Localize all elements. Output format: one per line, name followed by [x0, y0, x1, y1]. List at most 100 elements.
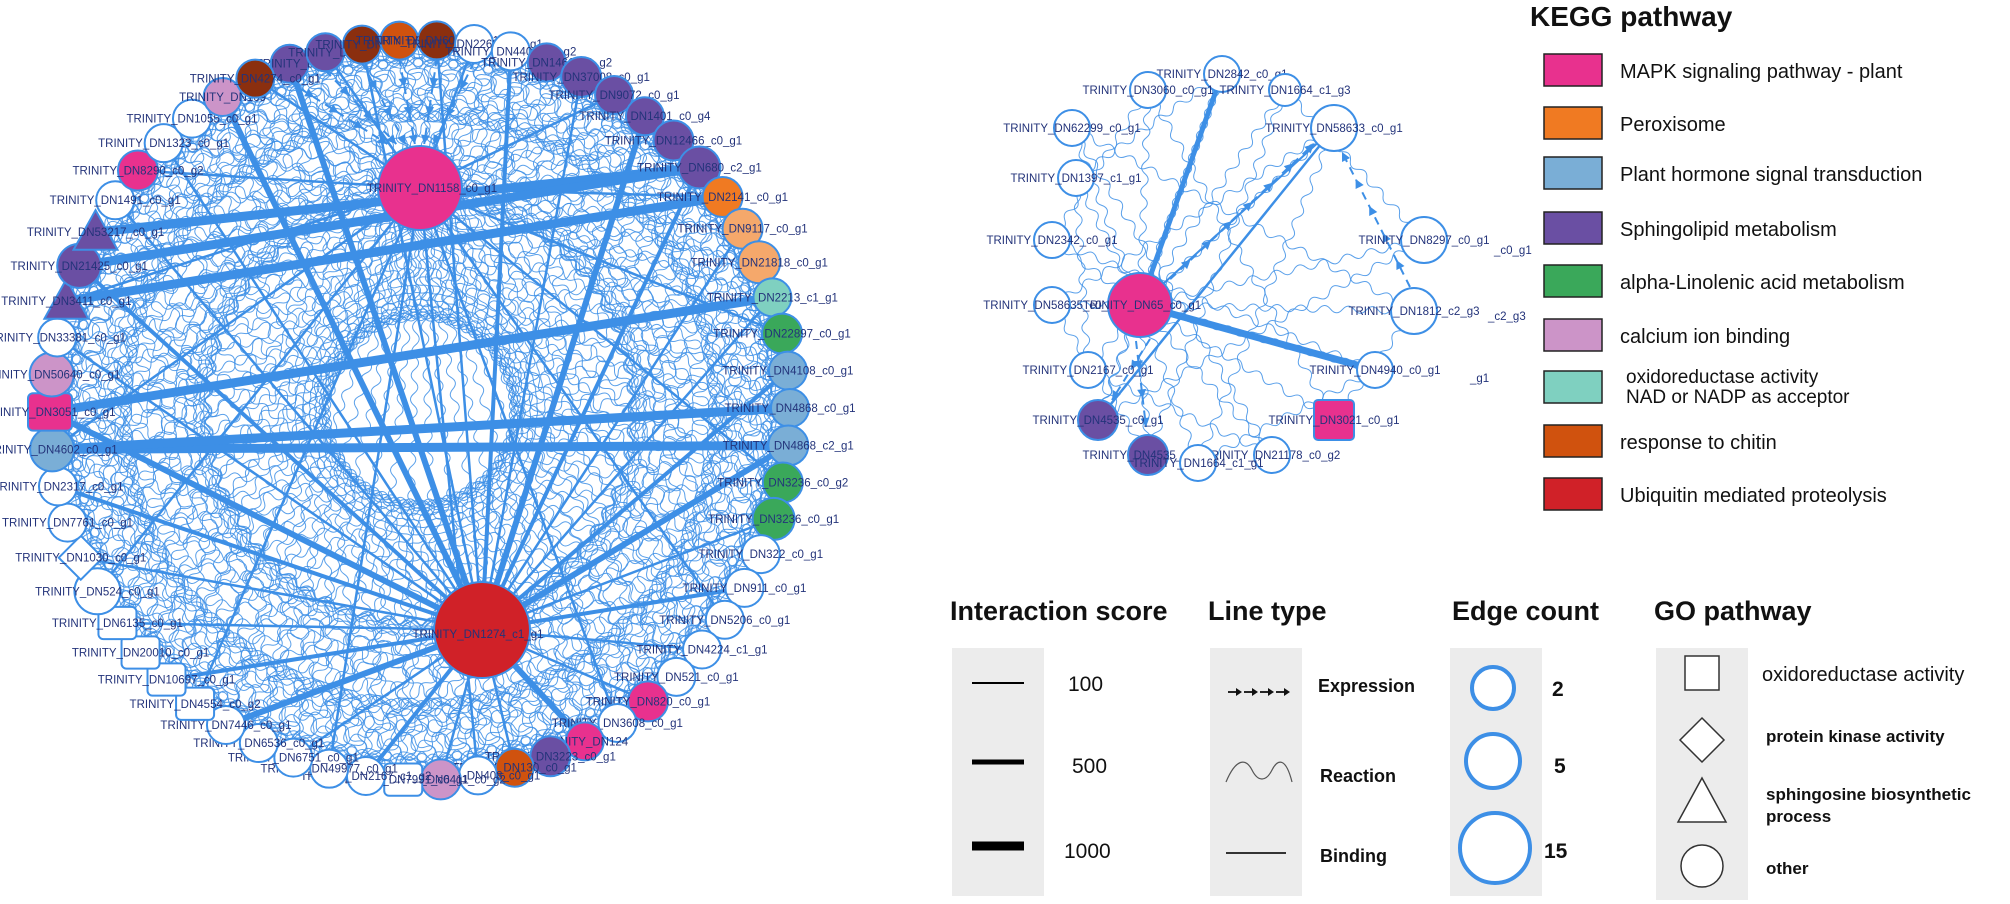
- right-reaction-edge: [1071, 127, 1415, 312]
- right-binding-edge: [1139, 301, 1376, 374]
- left-reaction-edge: [56, 187, 421, 340]
- right-node: TRINITY_DN4535_c0_g3: [1082, 434, 1214, 476]
- go-square-shape: [1684, 655, 1720, 691]
- left-reaction-edge: [140, 332, 783, 655]
- left-hub-ubiquitin: TRINITY_DN1274_c1_g1: [412, 581, 544, 679]
- left-node-label: TRINITY_DN7761_c0_g1: [2, 518, 133, 530]
- left-binding-edge: [65, 192, 724, 306]
- left-node: TRINITY_DN: [256, 43, 324, 84]
- left-node-label: TRINITY_DN6135_c0_g1: [52, 618, 183, 630]
- left-reaction-edge: [57, 187, 421, 488]
- left-node-label: TRINITY_DN3051_c0_g1: [0, 407, 116, 419]
- kegg-legend: KEGG pathway MAPK signaling pathway - pl…: [1530, 1, 1922, 511]
- left-reaction-edge: [191, 118, 762, 555]
- left-reaction-edge: [163, 91, 615, 147]
- interaction-score-title: Interaction score: [950, 596, 1168, 626]
- right-node: TRINITY_DN21178_c0_g2: [1204, 436, 1340, 474]
- kegg-label: MAPK signaling pathway - plant: [1620, 61, 1903, 83]
- left-reaction-edge: [80, 554, 677, 678]
- kegg-swatch: [1543, 318, 1603, 352]
- left-reaction-edge: [419, 187, 791, 409]
- left-reaction-edge: [225, 187, 421, 726]
- edge-count-5-label: 5: [1554, 755, 1566, 778]
- edge-count-2-label: 2: [1552, 678, 1564, 701]
- left-node: TRINITY_DN3411_c0_g1: [1, 277, 131, 320]
- left-reaction-edge: [56, 293, 773, 342]
- left-node: TRINITY_DN4274_c0_g1: [190, 58, 321, 99]
- right-node-label: TRINITY_DN62299_c0_g1: [1003, 123, 1140, 135]
- left-node-label: TRINITY_DN4868_c0_g1: [724, 403, 855, 415]
- left-reaction-edge: [64, 300, 228, 726]
- right-reaction-edge: [1075, 73, 1223, 179]
- kegg-swatch: [1543, 424, 1603, 458]
- go-sphingosine-label-2: process: [1766, 807, 1831, 826]
- right-expression-edge: [1169, 143, 1315, 280]
- kegg-item: MAPK signaling pathway - plant: [1543, 53, 1903, 87]
- left-node: TRINITY_DN5206_c0_g1: [659, 599, 790, 640]
- left-binding-edge: [327, 187, 422, 769]
- left-reaction-edge: [195, 261, 760, 705]
- kegg-item: Sphingolipid metabolism: [1543, 211, 1837, 245]
- left-reaction-edge: [435, 40, 761, 555]
- right-node-label: TRINITY_DN1664_c1_g3: [1219, 85, 1350, 97]
- left-node: TRINITY_DN7446_c0_g1: [160, 705, 291, 746]
- left-reaction-edge: [418, 187, 678, 677]
- left-hub-ubiquitin-label: TRINITY_DN1274_c1_g1: [412, 629, 543, 641]
- kegg-label: Sphingolipid metabolism: [1620, 219, 1837, 241]
- left-node-label: TRINITY_DN4602_c0_g1: [0, 444, 118, 456]
- left-node-label: TRINITY_DN4868_c2_g1: [723, 440, 854, 452]
- left-reaction-edge: [97, 405, 791, 594]
- left-binding-edge: [480, 442, 790, 633]
- right-node-label: TRINITY_DN4535_c0_g1: [1032, 415, 1163, 427]
- left-binding-edge: [479, 115, 648, 631]
- left-node-label: TRINITY_DN5206_c0_g1: [659, 615, 790, 627]
- right-node-label: TRINITY_DN2342_c0_g1: [986, 235, 1117, 247]
- left-reaction-edge: [78, 265, 649, 702]
- right-reaction-edge: [1070, 127, 1274, 456]
- left-node: TRINITY_DN9072_c0_g1: [549, 74, 680, 115]
- left-node-label: TRINITY_DN: [256, 59, 324, 71]
- left-node-label: TRINITY_DN20010_c0_g1: [72, 647, 209, 659]
- left-node: TRINITY_DN37008_c0_g1: [512, 55, 650, 98]
- left-binding-edge: [166, 628, 483, 682]
- left-reaction-edge: [79, 42, 475, 268]
- left-node-label: TRINITY_DN1323_c0_g1: [98, 138, 229, 150]
- left-reaction-edge: [137, 170, 784, 483]
- left-reaction-edge: [49, 411, 330, 769]
- right-node-label: TRINITY_DN58633_c0_g1: [1265, 123, 1402, 135]
- left-binding-edge: [137, 169, 421, 190]
- left-reaction-edge: [67, 522, 442, 780]
- left-reaction-edge: [52, 63, 290, 450]
- left-node: TRINITY_DN322_c0_g1: [698, 534, 823, 575]
- left-node: TRINITY_DN10697_c0_g1: [98, 662, 235, 697]
- left-reaction-edge: [398, 40, 774, 520]
- left-reaction-edge: [293, 617, 726, 760]
- left-reaction-edge: [51, 259, 760, 378]
- left-node-label: TRINITY_DN21425_c0_g1: [10, 261, 147, 273]
- right-node-label: TRINITY_DN4940_c0_g1: [1309, 365, 1440, 377]
- right-reaction-edge: [1051, 239, 1376, 372]
- left-reaction-edge: [610, 94, 652, 702]
- left-node-label: TRINITY_DN9072_c0_g1: [549, 90, 680, 102]
- go-pathway-title: GO pathway: [1654, 596, 1812, 626]
- left-hub-mapk-label: TRINITY_DN1158_c0_g1: [367, 183, 497, 195]
- left-binding-edge: [80, 556, 483, 632]
- left-node: TRINITY_DN1491_c0_g1: [50, 180, 181, 221]
- left-node-label: TRINITY_DN4554_c0_g2: [130, 699, 261, 711]
- left-node-label: TRINITY_DN4224_c1_g1: [636, 645, 767, 657]
- left-reaction-edge: [97, 94, 615, 592]
- left-node-label: TRINITY_DN521_c0_g1: [614, 672, 739, 684]
- left-node-label: TRINITY_DN21818_c0_g1: [691, 257, 828, 269]
- right-reaction-edge: [1072, 177, 1092, 371]
- edge-count-title: Edge count: [1452, 596, 1599, 626]
- left-reaction-edge: [49, 226, 743, 415]
- kegg-item: Peroxisome: [1543, 106, 1726, 140]
- left-reaction-edge: [79, 265, 405, 780]
- left-reaction-edge: [163, 143, 775, 519]
- right-binding-edge: [1097, 127, 1335, 421]
- kegg-label: Plant hormone signal transduction: [1620, 164, 1922, 186]
- left-reaction-edge: [512, 196, 723, 768]
- left-node-label: TRINITY_DN8290_c0_g2: [72, 165, 203, 177]
- left-node: TRINITY_DN2317_c0_g1: [0, 466, 123, 507]
